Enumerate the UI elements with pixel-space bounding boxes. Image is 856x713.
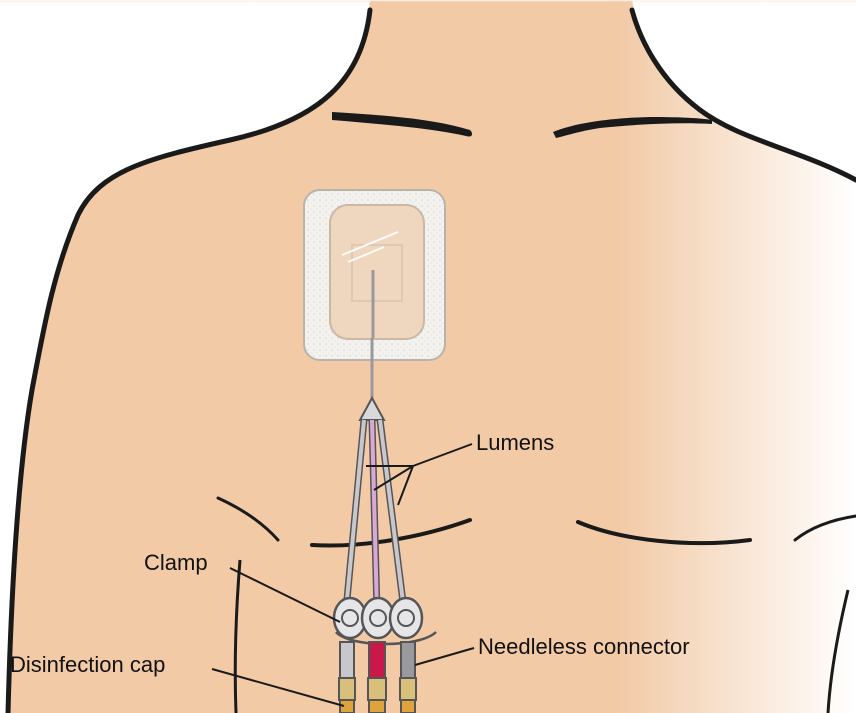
needleless-connectors (340, 642, 415, 678)
lumens-label: Lumens (476, 432, 554, 454)
disinfection-caps (339, 678, 416, 713)
disinfection-cap-label: Disinfection cap (10, 654, 165, 676)
needleless-connector-label: Needleless connector (478, 636, 690, 658)
dressing-window (330, 205, 424, 339)
clamp-label: Clamp (144, 552, 208, 574)
